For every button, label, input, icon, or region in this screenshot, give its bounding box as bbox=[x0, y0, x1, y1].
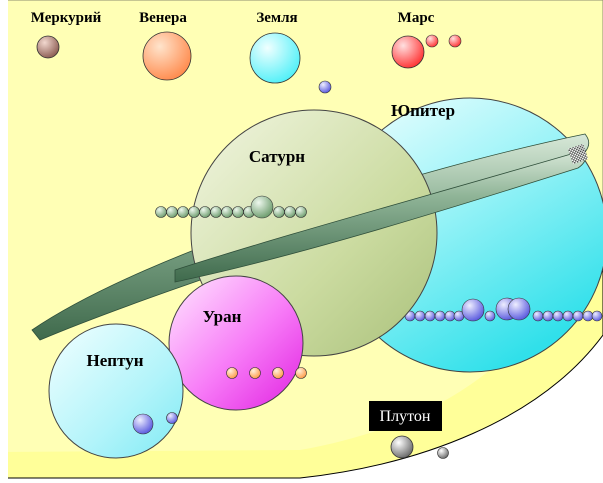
neptune-moons bbox=[132, 412, 178, 435]
moon bbox=[318, 80, 332, 94]
saturn-moons bbox=[155, 195, 307, 219]
phobos bbox=[425, 34, 439, 48]
charon bbox=[437, 447, 449, 459]
mercury: Меркурий bbox=[31, 10, 102, 59]
jupiter-label: Юпитер bbox=[391, 101, 455, 120]
earth-label: Земля bbox=[256, 10, 297, 26]
mercury-label: Меркурий bbox=[31, 10, 102, 26]
pluto-label: Плутон bbox=[380, 408, 431, 425]
saturn-ring-front bbox=[174, 149, 587, 283]
mars-label: Марс bbox=[398, 10, 435, 26]
jupiter-moons bbox=[404, 297, 603, 322]
uranus-moons bbox=[226, 367, 307, 379]
deimos bbox=[448, 34, 462, 48]
mars: Марс bbox=[391, 10, 462, 69]
saturn-label: Сатурн bbox=[249, 147, 305, 166]
neptune: Нептун bbox=[48, 323, 184, 459]
pluto-label-box bbox=[369, 401, 442, 431]
pluto: Плутон bbox=[369, 401, 449, 459]
sun-left-mask bbox=[0, 0, 8, 483]
saturn-ring-edge bbox=[567, 143, 589, 165]
neptune-label: Нептун bbox=[87, 351, 144, 370]
uranus: Уран bbox=[168, 275, 307, 411]
earth: Земля bbox=[249, 10, 332, 94]
uranus-label: Уран bbox=[203, 307, 242, 326]
venus: Венера bbox=[139, 10, 192, 81]
venus-label: Венера bbox=[139, 10, 187, 26]
